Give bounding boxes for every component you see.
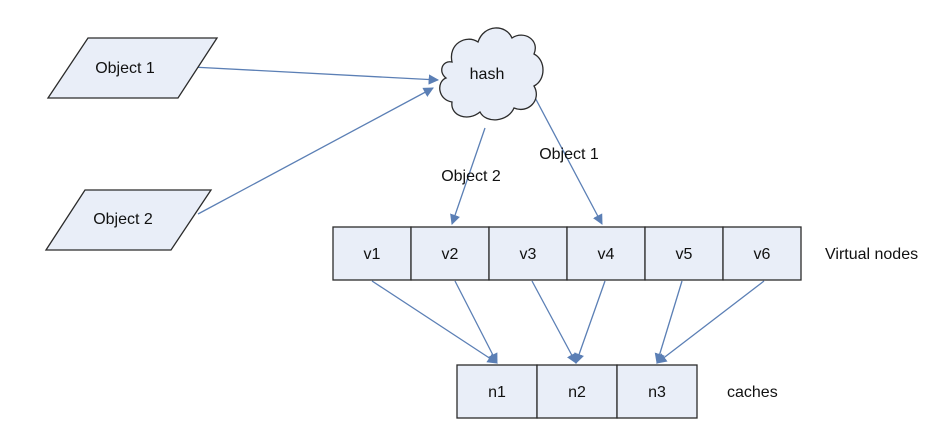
cache-n3: n3 [616,364,698,419]
input-label: Object 2 [93,211,153,228]
edge-v3-n2 [531,280,577,364]
edges [191,66,765,364]
edge-object2-hash [197,87,434,215]
edge-v2-n1 [454,280,498,364]
virtual-node-v3: v3 [488,226,568,281]
input-object-1: Object 1 [46,37,219,99]
input-label: Object 1 [95,60,155,77]
cache-label: n1 [488,384,506,401]
edge-label-object2: Object 2 [441,168,501,185]
virtual-node-v1: v1 [332,226,412,281]
cache-n1: n1 [456,364,538,419]
virtual-node-label: v3 [520,246,537,263]
cache-box [536,364,618,419]
cache-label: n3 [648,384,666,401]
virtual-node-box [722,226,802,281]
edge-v5-n3 [654,280,683,364]
edge-object1-hash [191,66,440,85]
virtual-node-v5: v5 [644,226,724,281]
edge-hash-v4 [530,89,603,225]
virtual-node-label: v1 [364,246,381,263]
cloud-shape [439,27,544,121]
input-shape [44,189,213,251]
edge-label-object1: Object 1 [539,146,599,163]
edge-hash-v2 [450,127,486,225]
caches-label: caches [727,384,778,401]
cache-n2: n2 [536,364,618,419]
virtual-nodes: v1 v2 v3 v4 v5 v6 [332,226,802,281]
input-object-2: Object 2 [44,189,213,251]
edge-v1-n1 [371,280,498,364]
edge-v4-n2 [574,280,606,364]
input-shape [46,37,219,99]
virtual-node-v6: v6 [722,226,802,281]
hash-label: hash [470,66,505,83]
virtual-node-v4: v4 [566,226,646,281]
cache-box [616,364,698,419]
virtual-node-label: v4 [598,246,615,263]
virtual-node-box [410,226,490,281]
caches: n1 n2 n3 [456,364,698,419]
hash-cloud: hash [439,27,544,121]
virtual-node-box [566,226,646,281]
virtual-node-label: v5 [676,246,693,263]
edge-v6-n3 [656,280,765,364]
virtual-node-v2: v2 [410,226,490,281]
virtual-node-label: v6 [754,246,771,263]
cache-label: n2 [568,384,586,401]
virtual-nodes-label: Virtual nodes [825,246,918,263]
virtual-node-label: v2 [442,246,459,263]
